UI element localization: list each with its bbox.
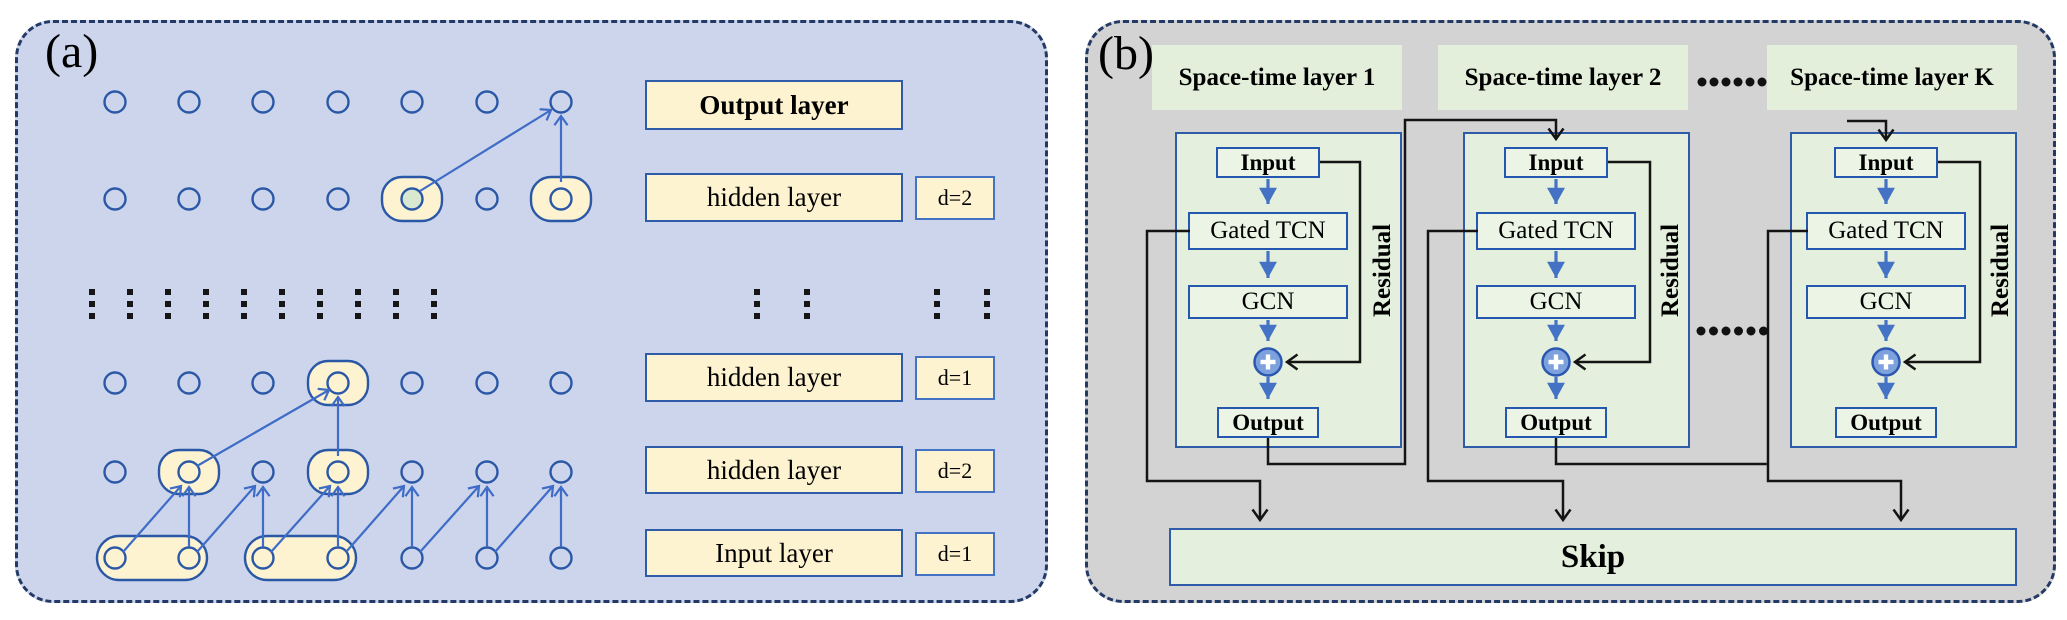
block1-residual-label: Residual (1369, 223, 1396, 317)
block1-gcn-box: GCN (1188, 285, 1348, 319)
block2-input-box: Input (1504, 147, 1608, 178)
dilation-badge: d=1 (915, 356, 995, 400)
blockk-gcn-box: GCN (1806, 285, 1966, 319)
dilation-badge: d=2 (915, 176, 995, 220)
blockk-input-box: Input (1834, 147, 1938, 178)
block2-residual-label: Residual (1657, 223, 1684, 317)
label-output-layer: Output layer (645, 80, 903, 130)
label-hidden-layer-bottom: hidden layer (645, 446, 903, 494)
panel-b-tag: (b) (1098, 27, 1154, 80)
block2-gated-tcn-box: Gated TCN (1476, 212, 1636, 250)
block1-output-box: Output (1217, 407, 1319, 438)
label-hidden-layer-mid: hidden layer (645, 353, 903, 402)
block1-input-box: Input (1216, 147, 1320, 178)
label-hidden-layer-top: hidden layer (645, 173, 903, 222)
skip-bar: Skip (1169, 528, 2017, 586)
header-spacetime-layer-k: Space-time layer K (1767, 45, 2017, 110)
dilation-badge: d=1 (915, 532, 995, 576)
block1-gated-tcn-box: Gated TCN (1188, 212, 1348, 250)
header-spacetime-layer-1: Space-time layer 1 (1152, 45, 1402, 110)
blockk-gated-tcn-box: Gated TCN (1806, 212, 1966, 250)
blockk-residual-label: Residual (1987, 223, 2014, 317)
dilation-badge: d=2 (915, 449, 995, 493)
block2-output-box: Output (1505, 407, 1607, 438)
panel-a-tag: (a) (45, 25, 99, 78)
label-input-layer: Input layer (645, 529, 903, 577)
blockk-output-box: Output (1835, 407, 1937, 438)
block2-gcn-box: GCN (1476, 285, 1636, 319)
header-spacetime-layer-2: Space-time layer 2 (1438, 45, 1688, 110)
